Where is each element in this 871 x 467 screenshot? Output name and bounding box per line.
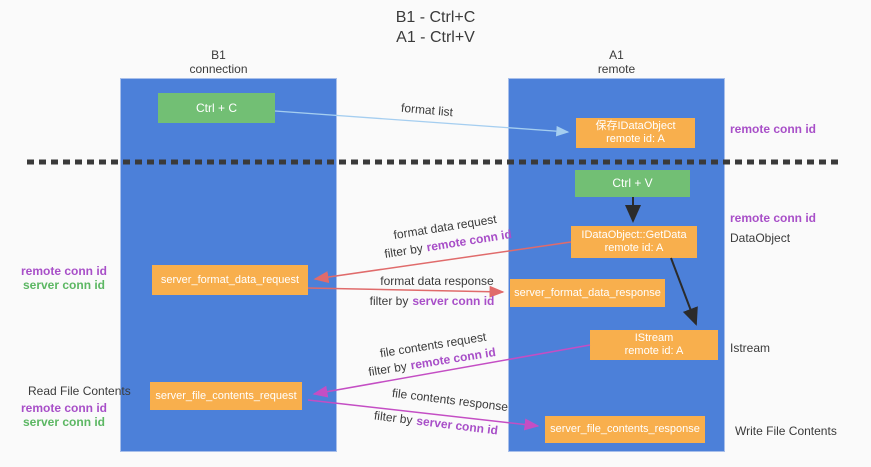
file-request-label: server_file_contents_request	[155, 389, 297, 402]
format-request-label: server_format_data_request	[160, 273, 300, 286]
server-conn-id-text: server conn id	[415, 413, 499, 438]
read-file-contents-side-label: Read File Contents	[28, 384, 131, 398]
filter-by-text: filter by	[383, 241, 424, 261]
filter-by-text: filter by	[373, 408, 414, 428]
diagram-title: B1 - Ctrl+C A1 - Ctrl+V	[0, 8, 871, 48]
ctrl-c-label: Ctrl + C	[195, 100, 237, 115]
save-idataobject-node: 保存IDataObject remote id: A	[576, 118, 695, 148]
format-data-response-arrow	[307, 285, 505, 298]
server-conn-id-left-label: server conn id	[22, 278, 106, 292]
ctrl-v-label: Ctrl + V	[612, 176, 653, 190]
write-file-contents-side-label: Write File Contents	[735, 424, 837, 438]
file-contents-response-label: file contents response	[391, 385, 509, 415]
getdata-line1: IDataObject::GetData	[581, 229, 687, 241]
lane-a1-header: A1 remote	[508, 48, 725, 76]
lane-a1-name: A1	[609, 48, 624, 62]
istream-side-label: Istream	[730, 341, 771, 355]
ctrl-v-node: Ctrl + V	[575, 170, 690, 197]
left-conn-id-labels: remote conn id server conn id	[14, 264, 114, 292]
title-line-2: A1 - Ctrl+V	[396, 29, 475, 46]
format-response-label: server_format_data_response	[514, 286, 661, 299]
filter-by-text: filter by	[367, 359, 408, 379]
remote-conn-id-left-label: remote conn id	[20, 401, 107, 415]
remote-conn-id-side-label-top: remote conn id	[730, 122, 817, 136]
istream-node: IStream remote id: A	[590, 330, 718, 360]
ctrl-c-node: Ctrl + C	[158, 93, 275, 123]
server-file-contents-response-node: server_file_contents_response	[545, 416, 705, 443]
filter-by-text: filter by	[369, 294, 409, 308]
title-line-1: B1 - Ctrl+C	[395, 9, 476, 26]
server-format-data-request-node: server_format_data_request	[152, 265, 308, 295]
remote-conn-id-side-label-mid: remote conn id	[730, 211, 817, 225]
left-conn-id-labels-bottom: remote conn id server conn id	[14, 401, 114, 429]
format-data-response-label: format data response	[380, 274, 494, 288]
idataobject-getdata-node: IDataObject::GetData remote id: A	[571, 226, 697, 258]
lane-b1-header: B1 connection	[110, 48, 327, 76]
format-list-label: format list	[400, 100, 454, 120]
file-response-label: server_file_contents_response	[550, 423, 700, 435]
remote-conn-id-left-label: remote conn id	[20, 264, 107, 278]
istream-line1: IStream	[634, 332, 674, 344]
server-format-data-response-node: server_format_data_response	[510, 279, 665, 307]
server-conn-id-left-label: server conn id	[22, 415, 106, 429]
getdata-line2: remote id: A	[604, 242, 664, 254]
save-idataobject-line1: 保存IDataObject	[595, 120, 676, 132]
server-file-contents-request-node: server_file_contents_request	[150, 382, 302, 410]
save-idataobject-line2: remote id: A	[606, 133, 665, 145]
dataobject-side-label: DataObject	[730, 231, 791, 245]
lane-b1-subtitle: connection	[189, 62, 248, 76]
lane-a1-subtitle: remote	[597, 62, 636, 76]
server-conn-id-text: server conn id	[412, 294, 495, 308]
istream-line2: remote id: A	[624, 345, 684, 357]
lane-b1-name: B1	[211, 48, 226, 62]
